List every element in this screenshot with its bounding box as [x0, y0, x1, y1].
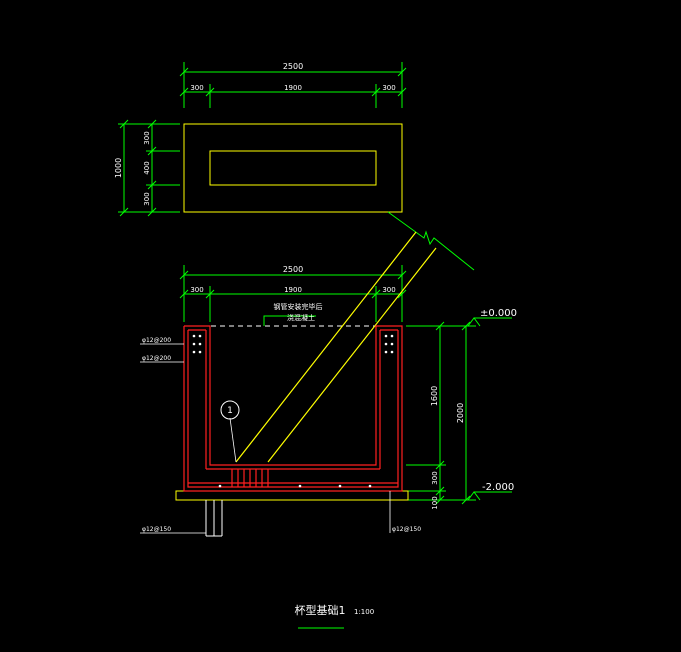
section-dim-upper: 1600 — [430, 386, 439, 406]
rebar-dots — [192, 334, 394, 488]
section-note-line2: 浇混凝土 — [287, 313, 315, 322]
section-dim-total: 2500 — [283, 265, 303, 274]
rebar-label-bottom-left: φ12@150 — [142, 526, 171, 533]
section-dim-base: 100 — [431, 496, 439, 509]
plan-dimension-lines — [118, 62, 407, 217]
section-dim-left: 300 — [190, 286, 203, 294]
plan-dim-middle: 400 — [143, 161, 151, 174]
detail-callout-number: 1 — [227, 406, 233, 416]
section-note-line1: 钢管安装完毕后 — [274, 302, 323, 311]
section-dimension-lines — [179, 265, 512, 505]
plan-cup-opening — [209, 150, 377, 186]
plan-dim-left: 300 — [190, 84, 203, 92]
drawing-title-scale: 1:100 — [354, 608, 374, 616]
level-bottom-label: -2.000 — [482, 482, 514, 493]
plan-dim-mid: 1900 — [284, 84, 302, 92]
section-dim-lower: 300 — [431, 471, 439, 484]
plan-dim-right: 300 — [382, 84, 395, 92]
plan-dim-top: 300 — [143, 131, 151, 144]
section-rebar — [183, 325, 403, 492]
pile-lines — [205, 500, 223, 537]
section-dim-right: 300 — [382, 286, 395, 294]
drawing-title-name: 杯型基础1 — [295, 603, 346, 617]
level-top-label: ±0.000 — [480, 308, 517, 319]
plan-view: 2500 300 1900 300 1000 300 400 300 — [114, 62, 475, 271]
rebar-label-left-1: φ12@200 — [142, 337, 171, 344]
plan-dim-height-total: 1000 — [114, 158, 123, 178]
plan-outer-outline — [183, 123, 403, 213]
rebar-label-bottom-right: φ12@150 — [392, 526, 421, 533]
plan-dim-total: 2500 — [283, 62, 303, 71]
detail-callout-circle — [220, 400, 240, 420]
section-cut-line — [387, 211, 475, 271]
rebar-label-left-2: φ12@200 — [142, 355, 171, 362]
rebar-leaders — [140, 343, 391, 534]
drawing-title: 杯型基础1 1:100 — [295, 603, 374, 629]
inclined-steel-pipe — [235, 231, 437, 463]
plan-dim-bottom: 300 — [143, 192, 151, 205]
section-dim-mid: 1900 — [284, 286, 302, 294]
section-view: 2500 300 1900 300 钢管安装完毕后 浇混凝土 ±0.000 -2… — [140, 231, 517, 537]
section-dim-height-total: 2000 — [456, 403, 465, 423]
